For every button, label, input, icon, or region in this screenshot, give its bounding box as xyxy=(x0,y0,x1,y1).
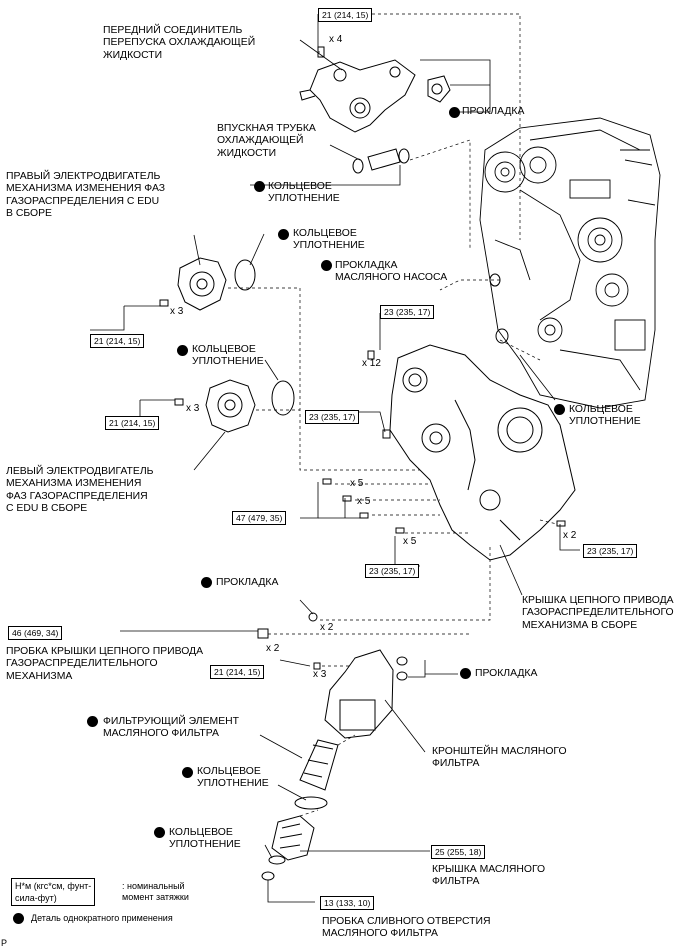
single-use-marker xyxy=(460,668,471,679)
torque-box: 23 (235, 17) xyxy=(365,564,420,578)
filter-element-part xyxy=(294,739,339,810)
gasket-mid-label: ПРОКЛАДКА xyxy=(216,577,279,588)
quantity-label: x 3 xyxy=(313,669,327,680)
torque-box: 13 (133, 10) xyxy=(320,896,375,910)
single-use-marker xyxy=(201,577,212,588)
engine-block xyxy=(479,117,661,409)
legend-single-use-text: Деталь однократного применения xyxy=(31,913,173,923)
oring-3-label: КОЛЬЦЕВОЕ УПЛОТНЕНИЕ xyxy=(192,344,264,368)
single-use-marker xyxy=(177,345,188,356)
quantity-label: x 4 xyxy=(329,34,343,45)
oring-6-label: КОЛЬЦЕВОЕ УПЛОТНЕНИЕ xyxy=(169,827,241,851)
left-motor-label: ЛЕВЫЙ ЭЛЕКТРОДВИГАТЕЛЬ МЕХАНИЗМА ИЗМЕНЕН… xyxy=(6,466,154,515)
oil-filter-bracket-part xyxy=(313,649,408,739)
torque-box: 23 (235, 17) xyxy=(380,305,435,319)
timing-chain-cover-part xyxy=(367,344,576,561)
left-vvt-motor-part xyxy=(174,379,295,433)
right-vvt-motor-part xyxy=(159,257,256,311)
chain-cover-label: КРЫШКА ЦЕПНОГО ПРИВОДА ГАЗОРАСПРЕДЕЛИТЕЛ… xyxy=(522,595,674,631)
bracket-label: КРОНШТЕЙН МАСЛЯНОГО ФИЛЬТРА xyxy=(432,746,567,770)
torque-box: 25 (255, 18) xyxy=(431,845,486,859)
quantity-label: x 5 xyxy=(350,478,364,489)
quantity-label: x 2 xyxy=(320,622,334,633)
gasket-top-label: ПРОКЛАДКА xyxy=(462,106,525,117)
torque-box: 21 (214, 15) xyxy=(90,334,145,348)
right-motor-label: ПРАВЫЙ ЭЛЕКТРОДВИГАТЕЛЬ МЕХАНИЗМА ИЗМЕНЕ… xyxy=(6,171,166,220)
front-connector-label: ПЕРЕДНИЙ СОЕДИНИТЕЛЬ ПЕРЕПУСКА ОХЛАЖДАЮЩ… xyxy=(103,25,256,61)
single-use-marker xyxy=(254,181,265,192)
single-use-marker xyxy=(554,404,565,415)
quantity-label: x 2 xyxy=(563,530,577,541)
oring-2-label: КОЛЬЦЕВОЕ УПЛОТНЕНИЕ xyxy=(293,228,365,252)
torque-box: 23 (235, 17) xyxy=(305,410,360,424)
torque-box: 21 (214, 15) xyxy=(318,8,373,22)
single-use-marker xyxy=(154,827,165,838)
quantity-label: x 2 xyxy=(266,643,280,654)
single-use-marker xyxy=(278,229,289,240)
inlet-tube-label: ВПУСКНАЯ ТРУБКА ОХЛАЖДАЮЩЕЙ ЖИДКОСТИ xyxy=(217,123,316,159)
torque-box: 47 (479, 35) xyxy=(232,511,287,525)
cover-bolts xyxy=(322,478,566,534)
torque-box: 21 (214, 15) xyxy=(105,416,160,430)
single-use-marker xyxy=(182,767,193,778)
single-use-marker xyxy=(87,716,98,727)
legend-unit-box: Н*м (кгс*см, фунт- сила-фут) xyxy=(11,878,96,906)
quantity-label: x 5 xyxy=(403,536,417,547)
drain-plug-label: ПРОБКА СЛИВНОГО ОТВЕРСТИЯ МАСЛЯНОГО ФИЛЬ… xyxy=(322,916,491,940)
oil-pump-gasket-label: ПРОКЛАДКА МАСЛЯНОГО НАСОСА xyxy=(335,260,448,284)
legend-single-use-marker xyxy=(13,913,24,924)
quantity-label: x 3 xyxy=(170,306,184,317)
oring-1-label: КОЛЬЦЕВОЕ УПЛОТНЕНИЕ xyxy=(268,181,340,205)
gasket-low-label: ПРОКЛАДКА xyxy=(475,668,538,679)
quantity-label: x 5 xyxy=(357,496,371,507)
coolant-connector-part xyxy=(299,46,416,133)
oring-4-label: КОЛЬЦЕВОЕ УПЛОТНЕНИЕ xyxy=(569,404,641,428)
figure-code: P xyxy=(1,938,8,948)
torque-box: 23 (235, 17) xyxy=(583,544,638,558)
filter-cap-label: КРЫШКА МАСЛЯНОГО ФИЛЬТРА xyxy=(432,864,546,888)
oring-5-label: КОЛЬЦЕВОЕ УПЛОТНЕНИЕ xyxy=(197,766,269,790)
inlet-tube-part xyxy=(352,148,410,174)
single-use-marker xyxy=(449,107,460,118)
filter-cap-part xyxy=(261,815,315,881)
single-use-marker xyxy=(321,260,332,271)
quantity-label: x 3 xyxy=(186,403,200,414)
legend-unit-description: : номинальный момент затяжки xyxy=(122,881,189,902)
quantity-label: x 12 xyxy=(362,358,381,369)
plug-label: ПРОБКА КРЫШКИ ЦЕПНОГО ПРИВОДА ГАЗОРАСПРЕ… xyxy=(6,646,204,682)
torque-box: 21 (214, 15) xyxy=(210,665,265,679)
filter-element-label: ФИЛЬТРУЮЩИЙ ЭЛЕМЕНТ МАСЛЯНОГО ФИЛЬТРА xyxy=(103,716,239,740)
torque-box: 46 (469, 34) xyxy=(8,626,63,640)
